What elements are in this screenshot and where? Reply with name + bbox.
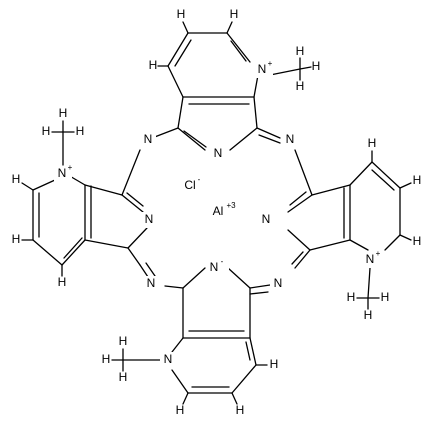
svg-text:N: N [366,252,375,266]
left-h-labels: H H H H H H [12,106,85,289]
svg-text:H: H [119,334,128,348]
svg-text:N: N [58,166,67,180]
svg-text:N: N [164,352,173,366]
atom-n-pyridine-bottom: N [160,352,176,368]
svg-text:H: H [368,136,377,150]
svg-text:N: N [262,212,271,226]
svg-text:-: - [198,175,201,184]
svg-text:+: + [268,59,273,68]
svg-text:H: H [58,275,67,289]
svg-text:H: H [296,79,305,93]
atom-n-core-left: N [141,212,157,228]
svg-text:N: N [286,132,295,146]
aluminium-ion-label: Al +3 [213,201,236,218]
svg-text:H: H [364,308,373,322]
svg-text:H: H [312,59,321,73]
svg-text:N: N [145,212,154,226]
svg-text:H: H [12,172,21,186]
svg-text:+: + [376,249,381,258]
svg-text:N: N [210,260,219,274]
svg-text:H: H [381,290,390,304]
svg-text:N: N [214,146,223,160]
svg-text:Cl: Cl [184,178,195,192]
svg-text:H: H [76,124,85,138]
svg-text:+: + [68,163,73,172]
svg-text:N: N [147,276,156,290]
svg-text:-: - [221,257,224,266]
svg-text:H: H [270,357,279,371]
svg-text:H: H [119,370,128,384]
atom-n-core-top: N [210,146,226,162]
svg-text:Al: Al [213,204,224,218]
atom-n-core-right: N [258,212,274,228]
svg-text:H: H [413,234,422,248]
top-h-labels: H H H H H H [149,7,321,93]
svg-text:H: H [176,403,185,417]
svg-text:H: H [236,403,245,417]
svg-text:H: H [177,7,186,21]
svg-text:H: H [347,290,356,304]
atom-n-imine-bottom-right: N [270,276,286,292]
svg-text:H: H [102,352,111,366]
svg-text:N: N [274,276,283,290]
atom-n-pyridinium-top: N + [255,59,273,78]
atom-n-pyridinium-right: N + [362,249,381,268]
atom-n-imine-bottom-left: N [143,276,159,292]
svg-text:H: H [59,106,68,120]
atom-n-pyridinium-left: N + [54,163,73,182]
svg-text:H: H [149,58,158,72]
svg-text:+3: +3 [226,201,236,210]
atom-n-imine-top-right: N [282,132,298,148]
chloride-ion-label: Cl - [184,175,200,192]
atom-n-core-bottom: N - [207,257,229,276]
atom-n-imine-top-left: N [140,132,156,148]
svg-text:H: H [296,44,305,58]
svg-text:H: H [12,232,21,246]
bond-lines [21,21,412,405]
svg-text:H: H [413,173,422,187]
right-h-labels: H H H H H H [347,136,422,322]
bottom-h-labels: H H H H H H [102,334,279,417]
svg-text:N: N [144,132,153,146]
svg-text:H: H [42,124,51,138]
svg-text:N: N [258,62,267,76]
atom-labels: N + N N N H H H H H H N + [12,7,422,417]
svg-text:H: H [230,7,239,21]
